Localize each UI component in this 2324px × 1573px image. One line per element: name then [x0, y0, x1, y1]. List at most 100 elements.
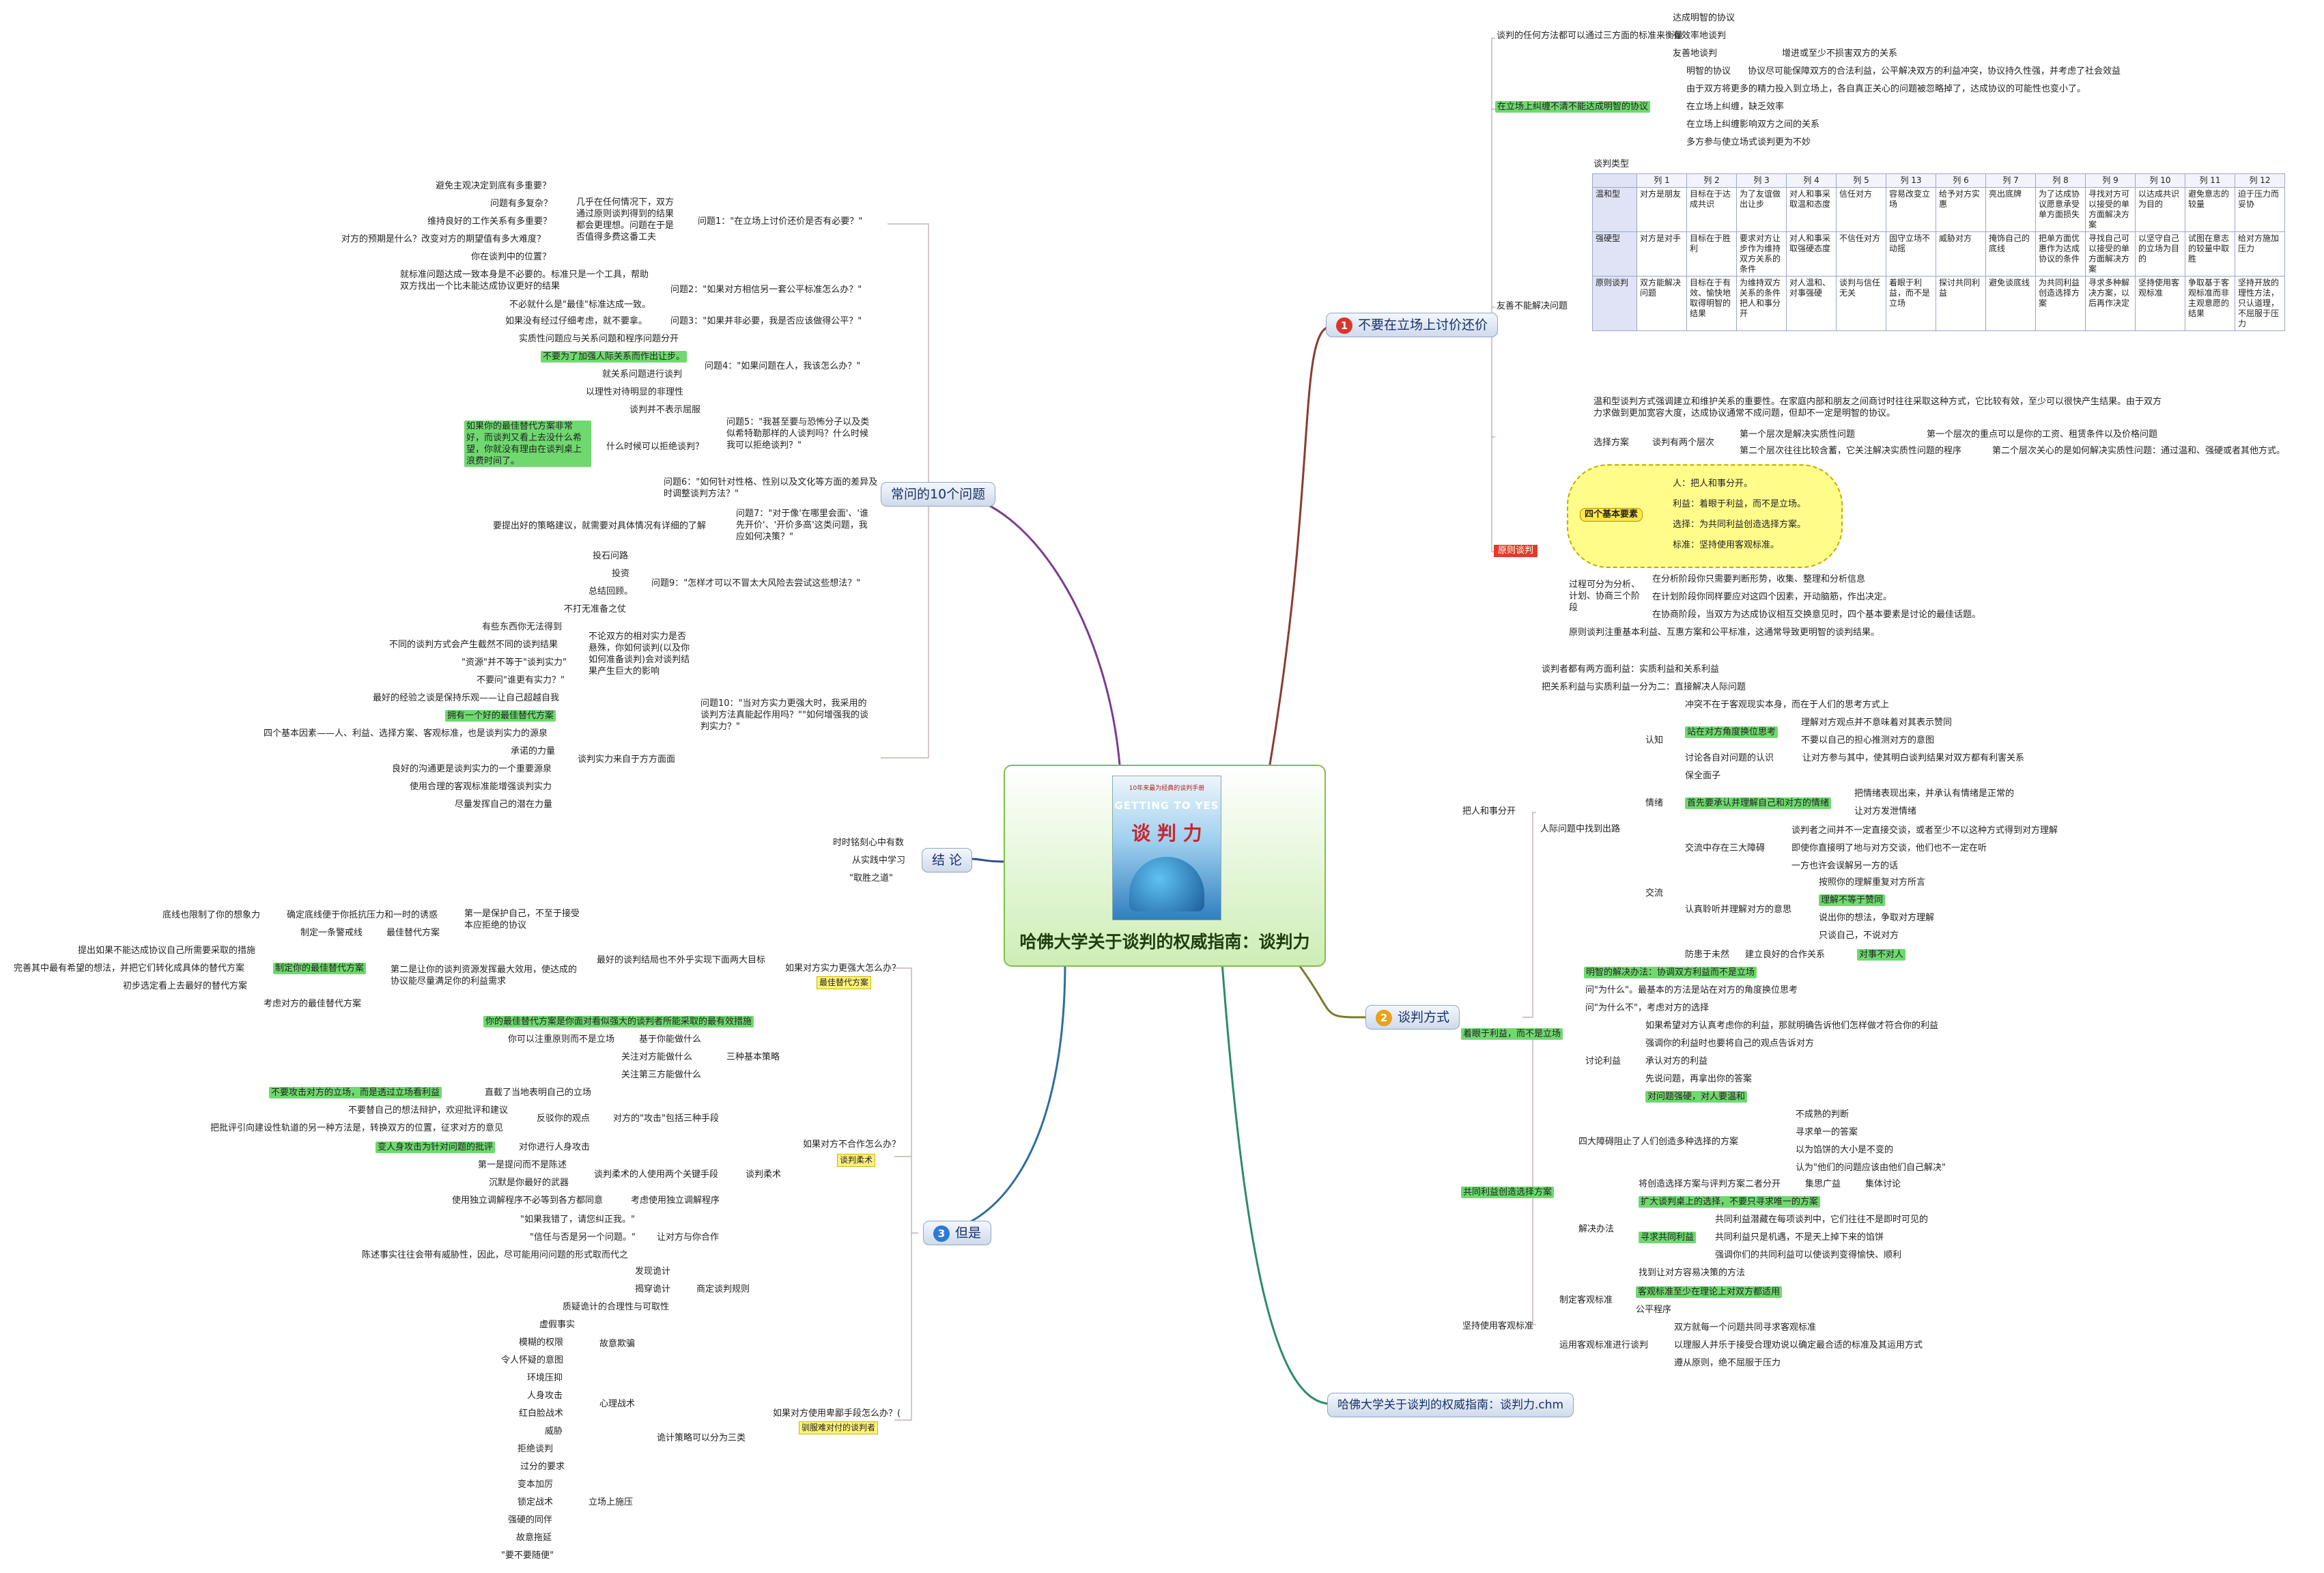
third-4: "信任与否是另一个问题。" — [530, 1232, 636, 1243]
attack-1: 直截了当地表明自己的立场 — [485, 1088, 592, 1098]
faq-q1-item-1: 避免主观决定到底有多重要？ — [436, 181, 552, 191]
faq-q1-item-4: 对方的预期是什么？改变对方的期望值有多大难度？ — [341, 234, 546, 244]
perception-2: 站在对方角度换位思考 — [1685, 726, 1779, 738]
b2-people-label: 把人和事分开 — [1462, 806, 1516, 817]
faq-q4-item-4: 以理性对待明显的非理性 — [586, 387, 684, 397]
solution-7: 共同利益只是机遇，不是天上掉下来的馅饼 — [1715, 1232, 1884, 1243]
faq-power-1: 拥有一个好的最佳替代方案 — [445, 710, 556, 722]
key-2: 沉默是你最好的武器 — [489, 1178, 569, 1188]
b3-q3-tag: 驯服难对付的谈判者 — [799, 1421, 879, 1434]
three-3: 关注对方能做什么 — [621, 1052, 693, 1062]
b1-process-3: 在协商阶段，当双方为达成协议相互交换意见时，四个基本要素是讨论的最佳话题。 — [1652, 610, 1981, 620]
psych-4: 威胁 — [545, 1426, 563, 1436]
b1-levels-label: 谈判有两个层次 — [1652, 438, 1715, 448]
connector-b1 — [1269, 325, 1332, 765]
pressure-1: 拒绝谈判 — [518, 1444, 554, 1454]
connector-chm — [1221, 962, 1329, 1405]
discuss-5: 对问题强硬，对人要温和 — [1645, 1091, 1748, 1103]
attack-4: 不要替自己的想法辩护，欢迎批评和建议 — [348, 1105, 509, 1116]
emotion-1: 首先要承认并理解自己和对方的情绪 — [1685, 797, 1832, 809]
emotion-2: 把情绪表现出来，并承认有情绪是正常的 — [1854, 789, 2015, 799]
obstacle-3: 以为馅饼的大小是不变的 — [1796, 1145, 1894, 1155]
third-2: 让对方与你合作 — [657, 1232, 720, 1243]
pressure-3: 变本加厉 — [518, 1479, 554, 1490]
discuss-4: 先说问题，再拿出你的答案 — [1645, 1074, 1753, 1084]
four-element-4: 标准：坚持使用客观标准。 — [1673, 540, 1780, 550]
perception-7: 保全面子 — [1685, 771, 1721, 781]
connector-faq — [943, 492, 1121, 765]
four-elements-label: 四个基本要素 — [1580, 508, 1643, 522]
obstacle-1: 不成熟的判断 — [1796, 1109, 1850, 1120]
b3-jujitsu-label: 谈判柔术 — [746, 1170, 782, 1180]
faq-q3-item: 如果没有经过仔细考虑，就不要拿。 — [505, 316, 648, 326]
connector-b3 — [928, 962, 1066, 1234]
faq-q5-item-1: 谈判并不表示屈服 — [629, 405, 701, 415]
b1-choice-label: 选择方案 — [1593, 438, 1630, 448]
b2-emotion-label: 情绪 — [1645, 798, 1664, 808]
b3-attack-label: 对方的"攻击"包括三种手段 — [613, 1114, 719, 1124]
b2-objective-label: 坚持使用客观标准 — [1462, 1321, 1534, 1331]
solution-2: 集思广益 — [1805, 1179, 1841, 1189]
faq-q8: 问题9："怎样才可以不冒太大风险去尝试这些想法？" — [651, 578, 861, 589]
faq-q4-item-1: 实质性问题应与关系问题和程序问题分开 — [519, 334, 679, 344]
faq-q5-item-3: 如果你的最佳替代方案非常好，而谈判又看上去没什么希望，你就没有理由在谈判桌上浪费… — [464, 421, 591, 467]
b2-perception-label: 认知 — [1645, 735, 1664, 746]
faq-q4: 问题4："如果问题在人，我该怎么办？" — [705, 361, 861, 371]
apply-3: 遵从原则，绝不屈服于压力 — [1674, 1358, 1781, 1368]
faq-q2-item-1: 就标准问题达成一致本身是不必要的。标准只是一个工具，帮助双方找出一个比未能达成协… — [400, 270, 649, 292]
perception-3: 理解对方观点并不意味着对其表示赞同 — [1801, 718, 1953, 728]
protect-2: 确定底线便于你抵抗压力和一时的诱惑 — [287, 910, 438, 920]
b1-principled-label: 原则谈判 — [1494, 545, 1538, 557]
book-cover-image: 10年来最为经典的谈判手册 GETTING TO YES 谈 判 力 — [1112, 776, 1221, 920]
alt-5: 考虑对方的最佳替代方案 — [264, 999, 362, 1009]
apply-1: 双方就每一个问题共同寻求客观标准 — [1674, 1322, 1817, 1333]
b3-protect-label: 第一是保护自己，不至于接受本应拒绝的协议 — [464, 909, 580, 931]
b1-position-1: 明智的协议 — [1686, 66, 1731, 76]
b1-level1-a: 第一个层次是解决实质性问题 — [1740, 429, 1856, 440]
priority-2-icon: 2 — [1376, 1009, 1392, 1026]
listen-4: 只谈自己，不说对方 — [1819, 931, 1899, 941]
b3-q1-tag: 最佳替代方案 — [817, 976, 872, 989]
deceive-3: 令人怀疑的意图 — [501, 1355, 564, 1365]
b2-top-1: 谈判者都有两方面利益：实质利益和关系利益 — [1542, 664, 1720, 675]
faq-power-5: 使用合理的客观标准能增强谈判实力 — [410, 782, 552, 792]
faq-q1: 问题1："在立场上讨价还价是否有必要？" — [698, 216, 863, 227]
third-3: "如果我错了，请您纠正我。" — [520, 1215, 635, 1225]
connector-conclusion — [969, 858, 1004, 863]
branch-faq[interactable]: 常问的10个问题 — [881, 482, 996, 507]
interest-2: 问"为什么"。最基本的方法是站在对方的角度换位思考 — [1585, 985, 1798, 995]
b3-best-result: 最好的谈判结局也不外乎实现下面两大目标 — [597, 955, 766, 965]
faq-q1-item-2: 问题有多复杂？ — [490, 199, 553, 209]
central-topic[interactable]: 10年来最为经典的谈判手册 GETTING TO YES 谈 判 力 哈佛大学关… — [1004, 765, 1326, 967]
deceive-1: 虚假事实 — [539, 1320, 576, 1330]
b3-deceive-label: 故意欺骗 — [599, 1339, 636, 1349]
connector-b2 — [1296, 962, 1366, 1019]
book-english-title: GETTING TO YES — [1114, 799, 1219, 812]
branch-conclusion[interactable]: 结 论 — [922, 848, 973, 873]
b2-listen-label: 认真聆听并理解对方的意思 — [1685, 905, 1792, 915]
faq-q7: 问题7："对于像'在哪里会面'、'谁先开价'、'开价多高'这类问题，我应如何决策… — [736, 509, 868, 542]
solution-3: 集体讨论 — [1865, 1179, 1901, 1189]
faq-q5: 问题5："我甚至要与恐怖分子以及类似希特勒那样的人谈判吗？什么时候我可以拒绝谈判… — [726, 417, 870, 451]
discuss-2: 强调你的利益时也要将自己的观点告诉对方 — [1645, 1038, 1815, 1049]
b1-level2-b: 第二个层次关心的是如何解决实质性问题：通过温和、强硬或者其他方式。 — [1992, 446, 2286, 456]
branch-chm[interactable]: 哈佛大学关于谈判的权威指南：谈判力.chm — [1327, 1393, 1574, 1417]
comm-1: 谈判者之间并不一定直接交谈，或者至少不以这种方式得到对方理解 — [1791, 825, 2058, 836]
faq-power-2: 四个基本因素——人、利益、选择方案、客观标准，也是谈判实力的源泉 — [264, 728, 548, 739]
b2-four-obstacles: 四大障碍阻止了人们创造多种选择的方案 — [1578, 1137, 1739, 1147]
third-1: 使用独立调解程序不必等到各方都同意 — [452, 1195, 604, 1206]
deceive-2: 模糊的权限 — [519, 1337, 564, 1348]
conclusion-1: 时时铭刻心中有数 — [833, 838, 905, 848]
three-4: 关注第三方能做什么 — [621, 1070, 702, 1080]
faq-q2-item-2: 不必就什么是"最佳"标准达成一致。 — [509, 300, 651, 310]
attack-3: 反驳你的观点 — [537, 1114, 591, 1124]
b2-interest-label: 着眼于利益，而不是立场 — [1461, 1028, 1563, 1040]
b1-level1-b: 第一个层次的重点可以是你的工资、租赁条件以及价格问题 — [1927, 429, 2158, 440]
perception-5: 讨论各自对问题的认识 — [1685, 753, 1774, 763]
attack-7: 变人身攻击为针对问题的批评 — [375, 1142, 496, 1153]
b3-pressure-label: 立场上施压 — [589, 1497, 634, 1507]
